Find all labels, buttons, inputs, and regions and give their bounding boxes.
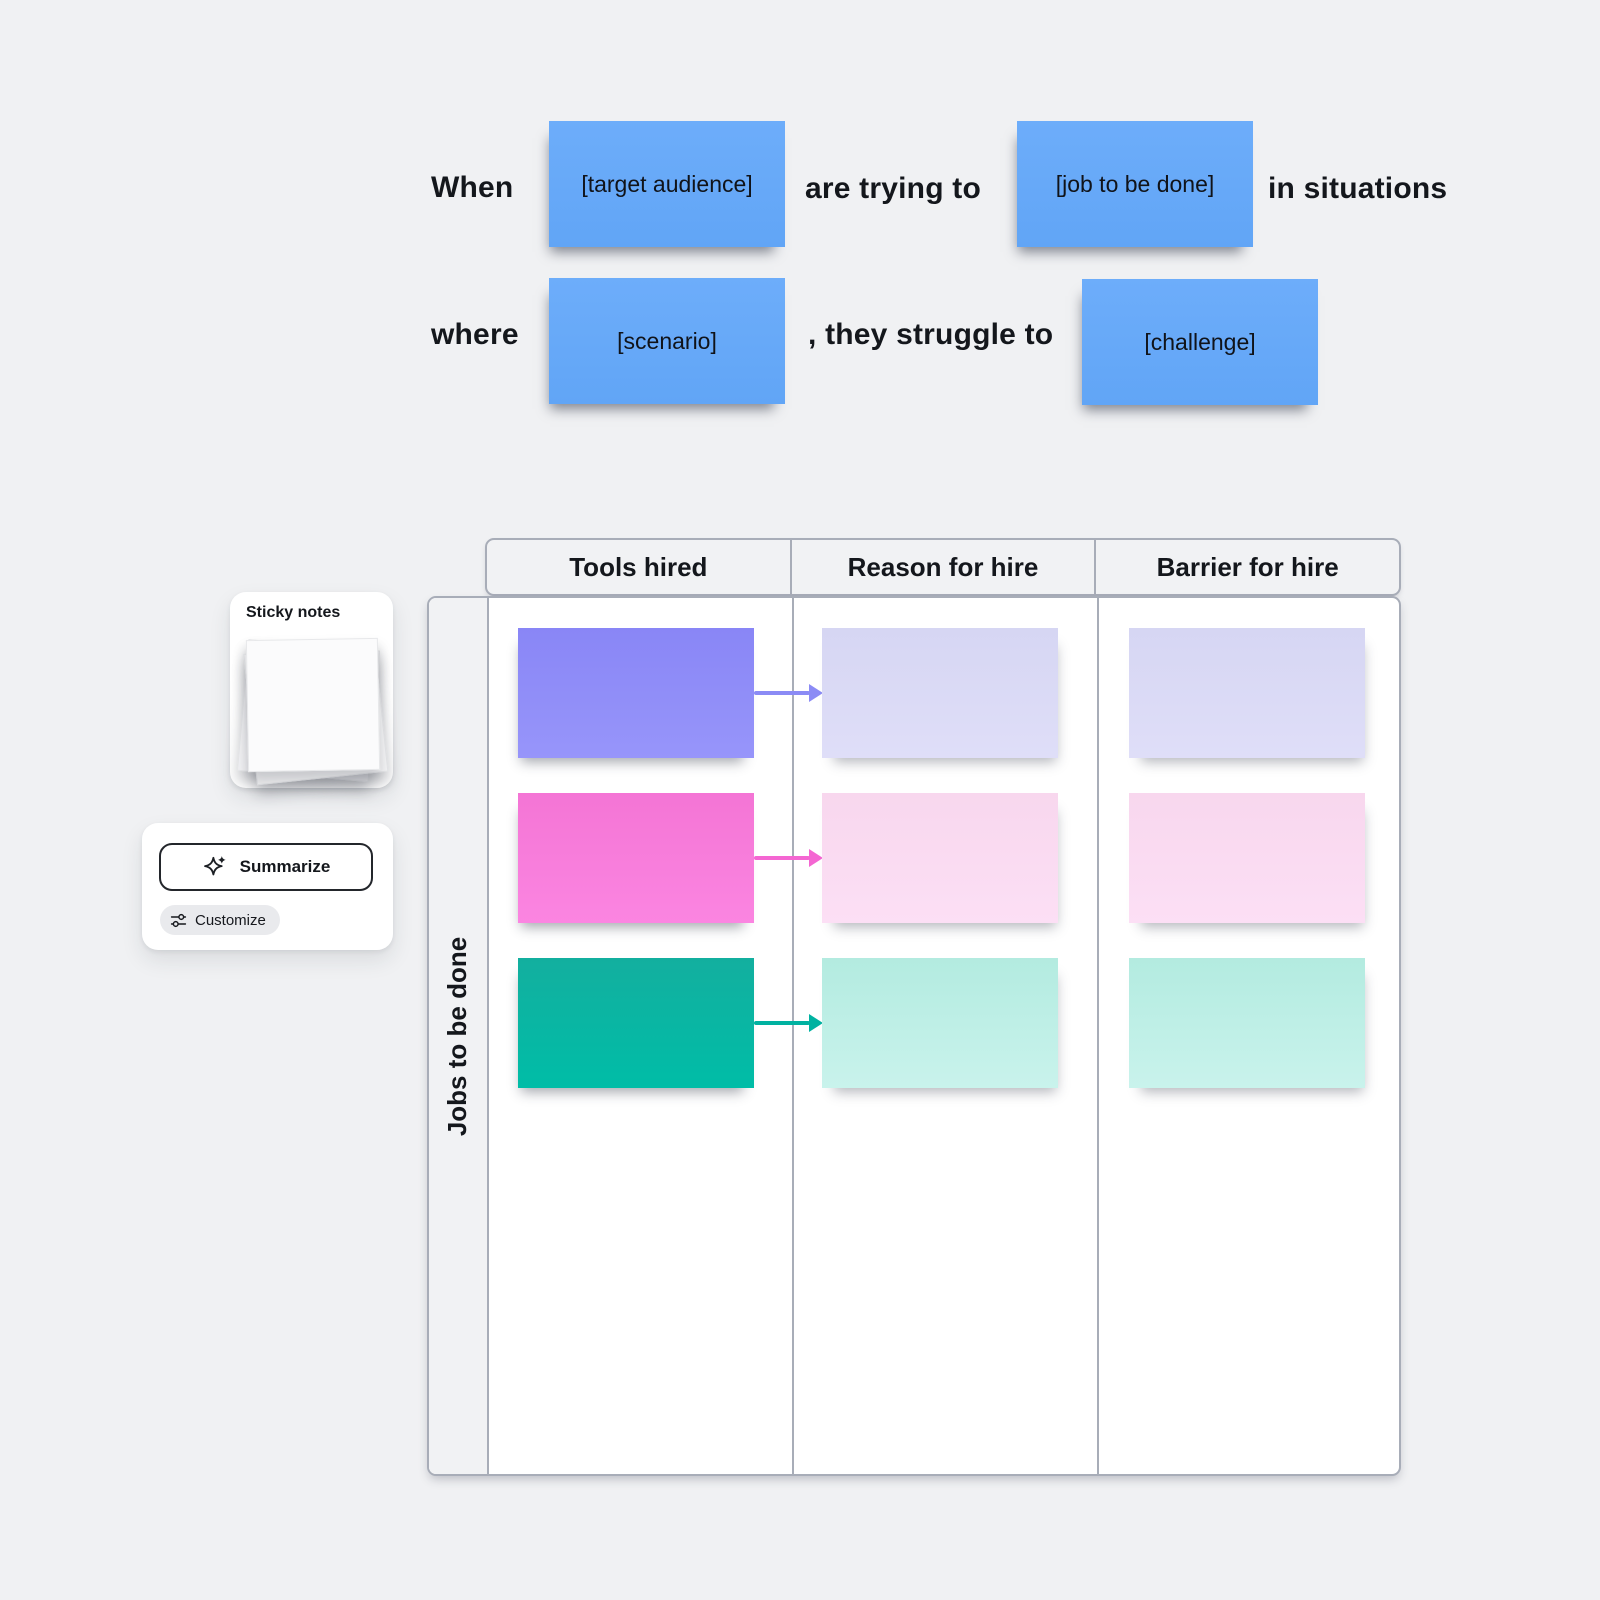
sentence-text-where[interactable]: where — [431, 318, 519, 351]
sparkle-icon — [202, 854, 228, 880]
sticky-note-barrier-purple[interactable] — [1129, 628, 1365, 758]
sticky-note-text: [job to be done] — [1055, 170, 1215, 197]
sentence-text-are-trying-to[interactable]: are trying to — [805, 172, 981, 205]
connector-arrow-purple[interactable] — [754, 684, 823, 702]
connector-arrow-teal[interactable] — [754, 1014, 823, 1032]
summarize-button-label: Summarize — [239, 857, 331, 876]
sliders-icon — [170, 912, 187, 929]
sticky-note-reason-pink[interactable] — [822, 793, 1058, 923]
sticky-note-job-to-be-done[interactable]: [job to be done] — [1017, 121, 1253, 247]
sticky-note-tools-purple[interactable] — [518, 628, 754, 758]
sticky-notes-panel-title: Sticky notes — [246, 604, 341, 621]
sticky-note-tools-teal[interactable] — [518, 958, 754, 1088]
column-header-barrier-for-hire[interactable]: Barrier for hire — [1094, 540, 1399, 594]
column-header-tools-hired[interactable]: Tools hired — [569, 551, 708, 582]
sticky-note-barrier-teal[interactable] — [1129, 958, 1365, 1088]
table-column-divider — [1097, 598, 1099, 1474]
sticky-notes-panel: Sticky notes — [230, 592, 393, 788]
row-label-jobs-to-be-done[interactable]: Jobs to be done — [442, 936, 473, 1136]
sticky-note-barrier-pink[interactable] — [1129, 793, 1365, 923]
customize-button-label: Customize — [195, 911, 266, 929]
row-label-column: Jobs to be done — [429, 598, 489, 1474]
sticky-note-scenario[interactable]: [scenario] — [549, 278, 785, 404]
customize-button[interactable]: Customize — [160, 905, 280, 935]
column-header-reason-for-hire[interactable]: Reason for hire — [789, 540, 1095, 594]
sentence-text-when[interactable]: When — [431, 171, 514, 204]
sticky-note-text: [scenario] — [617, 327, 717, 354]
sentence-text-in-situations[interactable]: in situations — [1268, 172, 1448, 205]
ai-actions-panel: Summarize Customize — [142, 823, 393, 950]
table-column-divider — [792, 598, 794, 1474]
sticky-note-challenge[interactable]: [challenge] — [1082, 279, 1318, 405]
sentence-text-they-struggle-to[interactable]: , they struggle to — [808, 318, 1054, 351]
sticky-note-reason-teal[interactable] — [822, 958, 1058, 1088]
sticky-note-text: [challenge] — [1144, 328, 1256, 355]
connector-arrow-pink[interactable] — [754, 849, 823, 867]
jtbd-table-header: Tools hired Reason for hire Barrier for … — [485, 538, 1401, 596]
summarize-button[interactable]: Summarize — [159, 843, 373, 891]
sticky-note-tools-pink[interactable] — [518, 793, 754, 923]
sticky-note-text: [target audience] — [581, 170, 753, 197]
sticky-note-target-audience[interactable]: [target audience] — [549, 121, 785, 247]
sticky-note-stack-front — [245, 637, 380, 773]
sticky-note-reason-purple[interactable] — [822, 628, 1058, 758]
